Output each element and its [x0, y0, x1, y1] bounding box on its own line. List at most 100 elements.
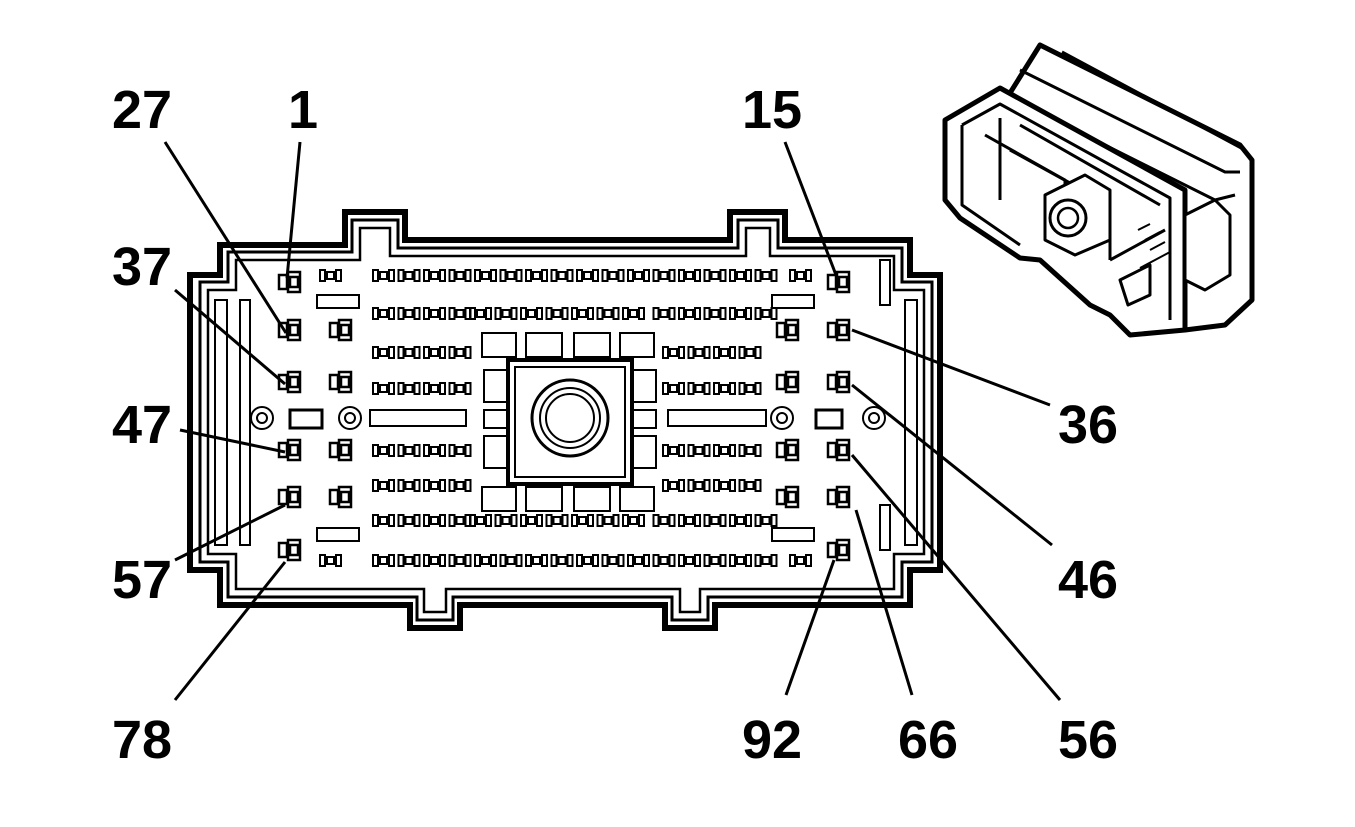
small-cavity [423, 307, 446, 320]
leader-15 [783, 141, 838, 276]
leader-57 [174, 503, 286, 562]
small-cavity [703, 554, 727, 567]
small-cavity [789, 554, 812, 567]
pin-label-27: 27 [112, 80, 172, 140]
small-cavity [571, 514, 594, 527]
large-cavity [775, 370, 800, 394]
housing-inner-outline [206, 226, 926, 614]
center-bolt-outer [530, 378, 610, 458]
iso-small-cells [1137, 223, 1171, 269]
small-cavity [397, 514, 421, 527]
small-cavity [596, 514, 620, 527]
pin-label-1: 1 [288, 80, 318, 140]
small-cavity [397, 346, 421, 359]
large-cavity [826, 270, 851, 294]
housing-outer-outline [187, 209, 943, 631]
small-cavity [729, 307, 752, 320]
small-cavity [372, 514, 395, 527]
housing-mid-outline [198, 218, 934, 622]
small-cavity [448, 269, 472, 282]
pin-label-78: 78 [112, 710, 172, 770]
leader-92 [784, 559, 836, 696]
right-rib-1 [904, 299, 918, 546]
large-cavity [826, 538, 851, 562]
small-cavity [729, 269, 752, 282]
pin-label-57: 57 [112, 550, 172, 610]
small-cavity [494, 514, 518, 527]
small-cavity [703, 307, 727, 320]
connector-isometric-view [942, 42, 1255, 338]
leader-66 [854, 509, 914, 696]
small-cavity [687, 479, 711, 492]
small-cavity [372, 382, 395, 395]
small-cavity [601, 269, 625, 282]
small-cavity [372, 269, 395, 282]
small-cavity [319, 554, 342, 567]
small-cavity [713, 479, 736, 492]
leader-36 [851, 328, 1051, 407]
small-cavity [576, 269, 599, 282]
small-cavity [729, 514, 752, 527]
small-cavity [397, 554, 421, 567]
small-cavity [687, 346, 711, 359]
small-cavity [754, 554, 778, 567]
large-cavity [775, 318, 800, 342]
small-cavity [652, 269, 676, 282]
small-cavity [474, 269, 497, 282]
small-cavity [601, 554, 625, 567]
small-cavity [448, 346, 472, 359]
small-cavity [423, 346, 446, 359]
small-cavity [423, 444, 446, 457]
leader-27 [163, 141, 288, 334]
center-bolt-mid [539, 387, 601, 449]
large-cavity [277, 485, 302, 509]
small-cavity [738, 346, 762, 359]
large-cavity [826, 318, 851, 342]
retainer-bars [316, 294, 815, 542]
small-cavity [545, 307, 569, 320]
small-cavity [652, 514, 676, 527]
small-cavity [754, 514, 778, 527]
small-cavity [372, 346, 395, 359]
leader-56 [850, 454, 1062, 701]
small-cavity [545, 514, 569, 527]
iso-front-inner [960, 102, 1172, 320]
iso-inner-wall-4 [1019, 123, 1161, 207]
center-block-inner [514, 366, 626, 478]
small-cavity [662, 346, 685, 359]
small-cavity [678, 269, 701, 282]
large-cavity [277, 538, 302, 562]
small-cavity [576, 554, 599, 567]
small-cavity [448, 307, 472, 320]
leader-1 [285, 141, 302, 279]
small-cavity [520, 307, 543, 320]
small-cavity [372, 444, 395, 457]
large-cavity [826, 438, 851, 462]
small-cavity [469, 514, 492, 527]
small-cavity [596, 307, 620, 320]
small-cavity [423, 479, 446, 492]
leader-lines [163, 141, 1062, 701]
right-long-slot [667, 409, 767, 427]
large-cavity [328, 438, 353, 462]
small-cavity [662, 444, 685, 457]
small-cavity [687, 382, 711, 395]
small-cavity [448, 514, 472, 527]
iso-latch-left [1118, 263, 1152, 307]
iso-bolt-inner [1056, 206, 1080, 230]
small-cavity [397, 382, 421, 395]
small-cavity [729, 554, 752, 567]
large-cavity [328, 370, 353, 394]
pin-label-47: 47 [112, 395, 172, 455]
large-cavity [826, 485, 851, 509]
small-cavity [678, 307, 701, 320]
small-cavity [622, 307, 645, 320]
center-pads [481, 332, 657, 512]
mounting-holes [250, 406, 886, 430]
pin-label-15: 15 [742, 80, 802, 140]
small-cavity [713, 346, 736, 359]
left-long-slot [369, 409, 467, 427]
small-cavity [448, 554, 472, 567]
small-cavity [703, 269, 727, 282]
